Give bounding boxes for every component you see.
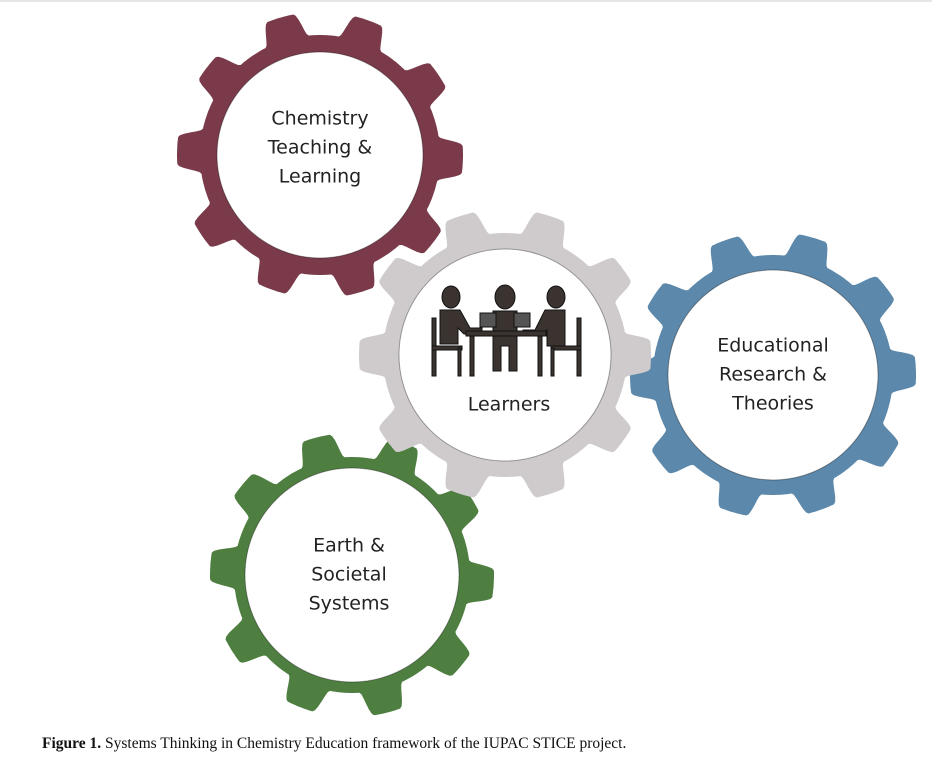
gear-label-educational: Educational Research & Theories <box>717 332 829 419</box>
label-line: Research & <box>718 363 828 386</box>
gear-label-learners: Learners <box>468 391 551 420</box>
gear-label-chemistry: Chemistry Teaching & Learning <box>268 105 372 192</box>
label-line: Learners <box>467 393 551 416</box>
page-border <box>0 0 932 2</box>
gear-hub <box>216 51 424 259</box>
label-line: Chemistry <box>271 107 369 130</box>
label-line: Societal <box>311 563 387 586</box>
gear-chemistry <box>177 14 463 296</box>
gear-earth <box>210 434 494 716</box>
label-line: Learning <box>278 165 362 188</box>
label-line: Teaching & <box>267 136 373 159</box>
learners-at-table-icon <box>431 284 582 377</box>
caption-label: Figure 1. <box>42 735 102 752</box>
gear-educational <box>630 234 916 516</box>
label-line: Earth & <box>313 534 385 557</box>
gear-label-earth: Earth & Societal Systems <box>309 532 390 619</box>
label-line: Systems <box>308 592 390 615</box>
gear-hub <box>667 269 879 481</box>
caption-text: Systems Thinking in Chemistry Education … <box>101 735 627 752</box>
label-line: Educational <box>717 334 829 357</box>
figure-caption: Figure 1. Systems Thinking in Chemistry … <box>42 735 626 753</box>
label-line: Theories <box>732 392 814 415</box>
gear-hub <box>244 467 460 683</box>
